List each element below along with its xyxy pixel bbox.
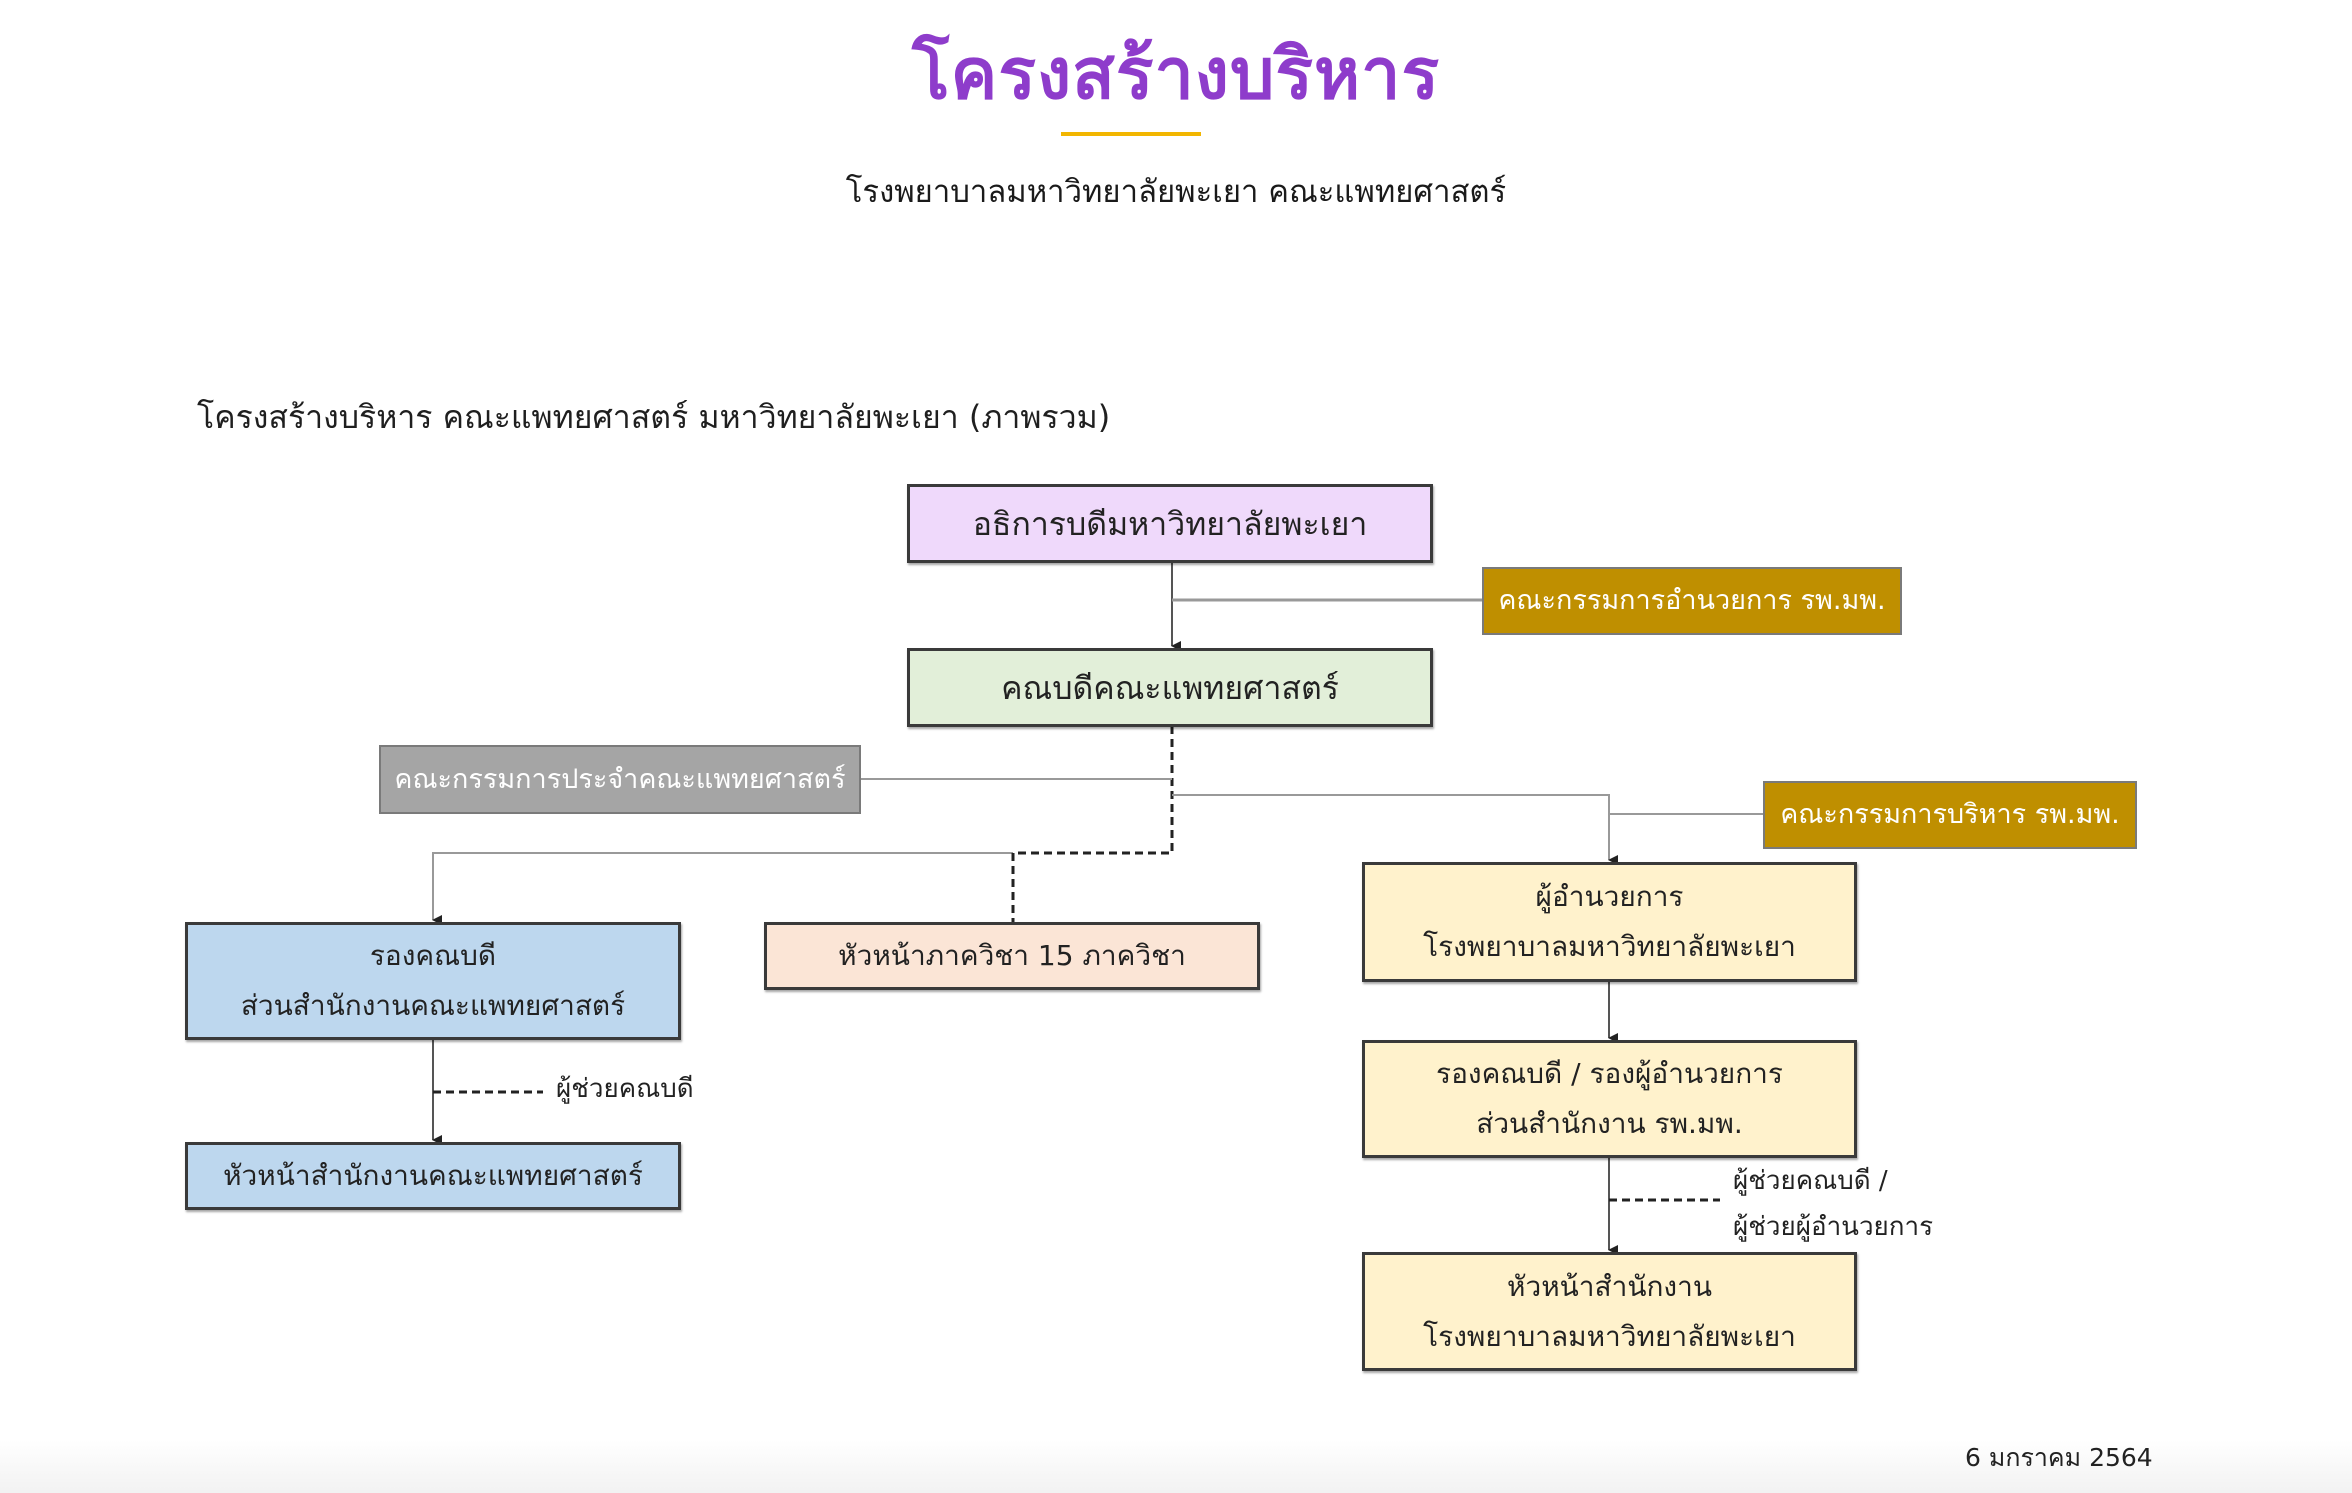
label-assistant-dean-hospital-line1: ผู้ช่วยคณบดี / xyxy=(1733,1166,1888,1196)
node-vice-dean-hospital: รองคณบดี / รองผู้อำนวยการ ส่วนสำนักงาน ร… xyxy=(1362,1040,1857,1158)
page-subtitle: โรงพยาบาลมหาวิทยาลัยพะเยา คณะแพทยศาสตร์ xyxy=(845,174,1507,210)
node-hospital-admin-committee-label: คณะกรรมการบริหาร รพ.มพ. xyxy=(1780,799,2120,830)
node-president-label: อธิการบดีมหาวิทยาลัยพะเยา xyxy=(972,504,1368,543)
label-assistant-dean-hospital-line2: ผู้ช่วยผู้อำนวยการ xyxy=(1733,1212,1934,1242)
node-vice-dean-hospital-line2: ส่วนสำนักงาน รพ.มพ. xyxy=(1476,1107,1743,1140)
node-hospital-director: ผู้อำนวยการ โรงพยาบาลมหาวิทยาลัยพะเยา xyxy=(1362,862,1857,982)
node-vice-dean-office: รองคณบดี ส่วนสำนักงานคณะแพทยศาสตร์ xyxy=(185,922,681,1040)
org-chart-heading: โครงสร้างบริหาร คณะแพทยศาสตร์ มหาวิทยาลั… xyxy=(197,398,1111,436)
node-hospital-admin-committee: คณะกรรมการบริหาร รพ.มพ. xyxy=(1763,781,2137,849)
node-hospital-office-head: หัวหน้าสำนักงาน โรงพยาบาลมหาวิทยาลัยพะเย… xyxy=(1362,1252,1857,1371)
node-faculty-office-head: หัวหน้าสำนักงานคณะแพทยศาสตร์ xyxy=(185,1142,681,1210)
title-underline xyxy=(1061,132,1201,136)
node-faculty-office-head-label: หัวหน้าสำนักงานคณะแพทยศาสตร์ xyxy=(223,1159,643,1192)
edge-dean-hospital-director xyxy=(1172,794,1618,865)
node-hospital-director-line2: โรงพยาบาลมหาวิทยาลัยพะเยา xyxy=(1423,930,1796,963)
node-dean: คณบดีคณะแพทยศาสตร์ xyxy=(907,648,1433,727)
node-vice-dean-office-line1: รองคณบดี xyxy=(369,939,497,972)
node-faculty-committee-label: คณะกรรมการประจำคณะแพทยศาสตร์ xyxy=(394,763,846,795)
node-president: อธิการบดีมหาวิทยาลัยพะเยา xyxy=(907,484,1433,563)
node-vice-dean-hospital-line1: รองคณบดี / รองผู้อำนวยการ xyxy=(1436,1057,1783,1090)
node-department-heads: หัวหน้าภาควิชา 15 ภาควิชา xyxy=(764,922,1260,990)
node-hospital-director-line1: ผู้อำนวยการ xyxy=(1535,880,1684,913)
page-title: โครงสร้างบริหาร xyxy=(911,33,1441,115)
node-hospital-office-head-line2: โรงพยาบาลมหาวิทยาลัยพะเยา xyxy=(1423,1319,1796,1353)
node-hospital-office-head-line1: หัวหน้าสำนักงาน xyxy=(1507,1269,1712,1303)
edge-dean-trunk-dashed xyxy=(1013,726,1174,855)
node-department-heads-label: หัวหน้าภาควิชา 15 ภาควิชา xyxy=(838,939,1186,972)
node-vice-dean-office-line2: ส่วนสำนักงานคณะแพทยศาสตร์ xyxy=(240,989,626,1022)
label-assistant-dean: ผู้ช่วยคณบดี xyxy=(556,1074,694,1104)
document-date: 6 มกราคม 2564 xyxy=(1965,1443,2153,1472)
node-faculty-committee: คณะกรรมการประจำคณะแพทยศาสตร์ xyxy=(379,745,861,814)
node-hospital-director-committee: คณะกรรมการอำนวยการ รพ.มพ. xyxy=(1482,567,1902,635)
edge-dean-vice-dean-office xyxy=(432,852,1013,925)
node-hospital-director-committee-label: คณะกรรมการอำนวยการ รพ.มพ. xyxy=(1498,585,1886,616)
node-dean-label: คณบดีคณะแพทยศาสตร์ xyxy=(1001,668,1339,707)
